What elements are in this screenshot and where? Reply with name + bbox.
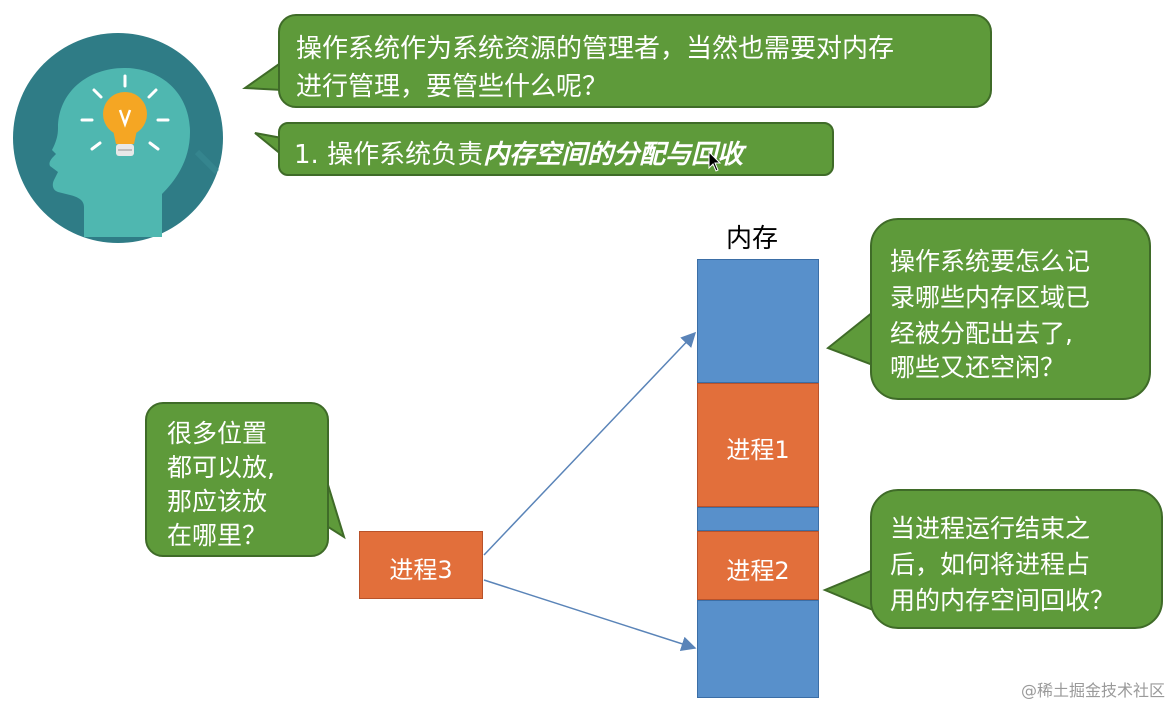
watermark: @稀土掘金技术社区 (1020, 681, 1165, 700)
top-question-line2: 进行管理，要管些什么呢？ (296, 72, 609, 102)
process1-label: 进程1 (726, 436, 790, 464)
top-question-bubble: 操作系统作为系统资源的管理者，当然也需要对内存 进行管理，要管些什么呢？ (278, 14, 992, 108)
process3-box: 进程3 (359, 531, 483, 599)
left-question-line3: 那应该放 (167, 487, 268, 516)
right-top-line3: 经被分配出去了, (890, 319, 1073, 348)
point-emphasis: 内存空间的分配与回收 (483, 140, 744, 170)
right-top-question-bubble: 操作系统要怎么记 录哪些内存区域已 经被分配出去了, 哪些又还空闲？ (870, 218, 1151, 400)
left-question-bubble: 很多位置 都可以放, 那应该放 在哪里？ (145, 402, 329, 557)
left-question-line4: 在哪里？ (167, 521, 268, 550)
right-bottom-line3: 用的内存空间回收？ (890, 586, 1116, 615)
right-top-line2: 录哪些内存区域已 (890, 283, 1091, 312)
memory-free-top (697, 259, 819, 383)
process3-label: 进程3 (389, 556, 453, 584)
left-question-line1: 很多位置 (167, 419, 268, 448)
arrow-to-top (483, 331, 697, 556)
top-bubble-tail (242, 60, 283, 92)
right-top-bubble-tail (826, 309, 874, 367)
head-lightbulb-icon (13, 33, 223, 243)
process2-label: 进程2 (726, 557, 790, 585)
avatar (12, 32, 224, 244)
memory-free-middle (697, 507, 819, 531)
memory-process2: 进程2 (697, 531, 819, 600)
right-top-line4: 哪些又还空闲？ (890, 353, 1066, 382)
right-bottom-line2: 后，如何将进程占 (890, 550, 1091, 579)
right-top-line1: 操作系统要怎么记 (890, 247, 1091, 276)
point-bubble: 1. 操作系统负责内存空间的分配与回收 (278, 122, 834, 176)
right-bottom-bubble-tail (822, 568, 874, 612)
point-prefix: 1. 操作系统负责 (294, 140, 484, 170)
memory-free-bottom (697, 600, 819, 698)
left-question-line2: 都可以放, (167, 453, 275, 482)
arrow-to-bottom (483, 579, 697, 651)
memory-process1: 进程1 (697, 383, 819, 507)
right-bottom-question-bubble: 当进程运行结束之 后，如何将进程占 用的内存空间回收？ (870, 489, 1163, 629)
mouse-cursor-icon (708, 151, 722, 172)
right-bottom-line1: 当进程运行结束之 (890, 514, 1091, 543)
memory-title: 内存 (726, 224, 779, 254)
top-question-line1: 操作系统作为系统资源的管理者，当然也需要对内存 (296, 34, 895, 64)
